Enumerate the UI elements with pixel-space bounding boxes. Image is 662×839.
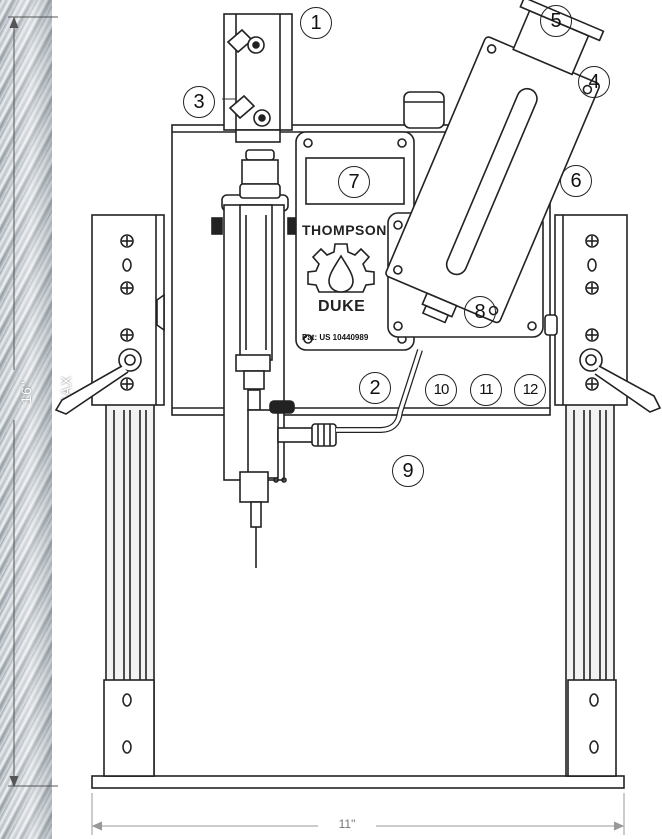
right-handle [579, 348, 662, 413]
callout-10: 10 [425, 374, 457, 406]
callout-4: 4 [578, 66, 610, 98]
callout-12: 12 [514, 374, 546, 406]
callout-9: 9 [392, 455, 424, 487]
callout-6: 6 [560, 165, 592, 197]
display-window [305, 157, 405, 205]
callout-8: 8 [464, 296, 496, 328]
left-rail [103, 399, 155, 777]
callout-2: 2 [359, 372, 391, 404]
top-knob [403, 91, 445, 129]
right-bracket [554, 214, 628, 406]
width-dimension-label: 11" [322, 817, 372, 831]
valve-column [221, 13, 295, 568]
reservoir [385, 0, 605, 324]
brand-line1: THOMPSON [302, 222, 387, 238]
fluid-tube [277, 349, 423, 447]
callout-7: 7 [338, 166, 370, 198]
callout-5: 5 [540, 5, 572, 37]
left-bracket [91, 214, 165, 406]
brushed-metal-strip [0, 0, 52, 839]
height-dimension [8, 16, 58, 788]
gear-drop-icon [307, 243, 375, 293]
callout-11: 11 [470, 374, 502, 406]
right-rail [565, 399, 617, 777]
width-dimension [91, 793, 625, 835]
base-plate [91, 775, 625, 789]
front-panel [295, 131, 415, 351]
left-handle [54, 348, 142, 415]
callout-1: 1 [300, 7, 332, 39]
brand-line2: DUKE [318, 298, 366, 315]
callout-3: 3 [183, 86, 215, 118]
patent-text: Pat: US 10440989 [302, 333, 369, 342]
